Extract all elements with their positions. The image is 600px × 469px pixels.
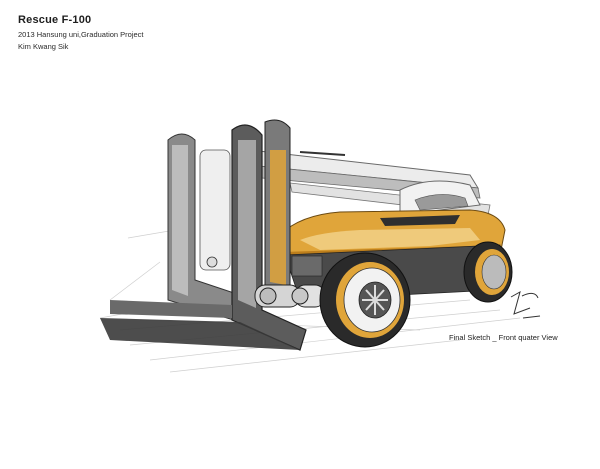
cab-canopy	[399, 180, 481, 216]
project-subtitle: 2013 Hansung uni,Graduation Project	[18, 30, 144, 39]
page-title: Rescue F-100	[18, 14, 92, 26]
author-name: Kim Kwang Sik	[18, 42, 69, 51]
fork-mast-front	[100, 119, 307, 351]
sketch-caption: Final Sketch _ Front quater View	[449, 333, 558, 342]
designer-signature	[510, 290, 541, 319]
hydraulic-joints	[254, 284, 326, 308]
rear-wheel	[463, 241, 513, 303]
front-wheel	[319, 252, 411, 348]
header: Rescue F-100 2013 Hansung uni,Graduation…	[18, 14, 144, 51]
fork-mast-rear	[167, 133, 256, 326]
